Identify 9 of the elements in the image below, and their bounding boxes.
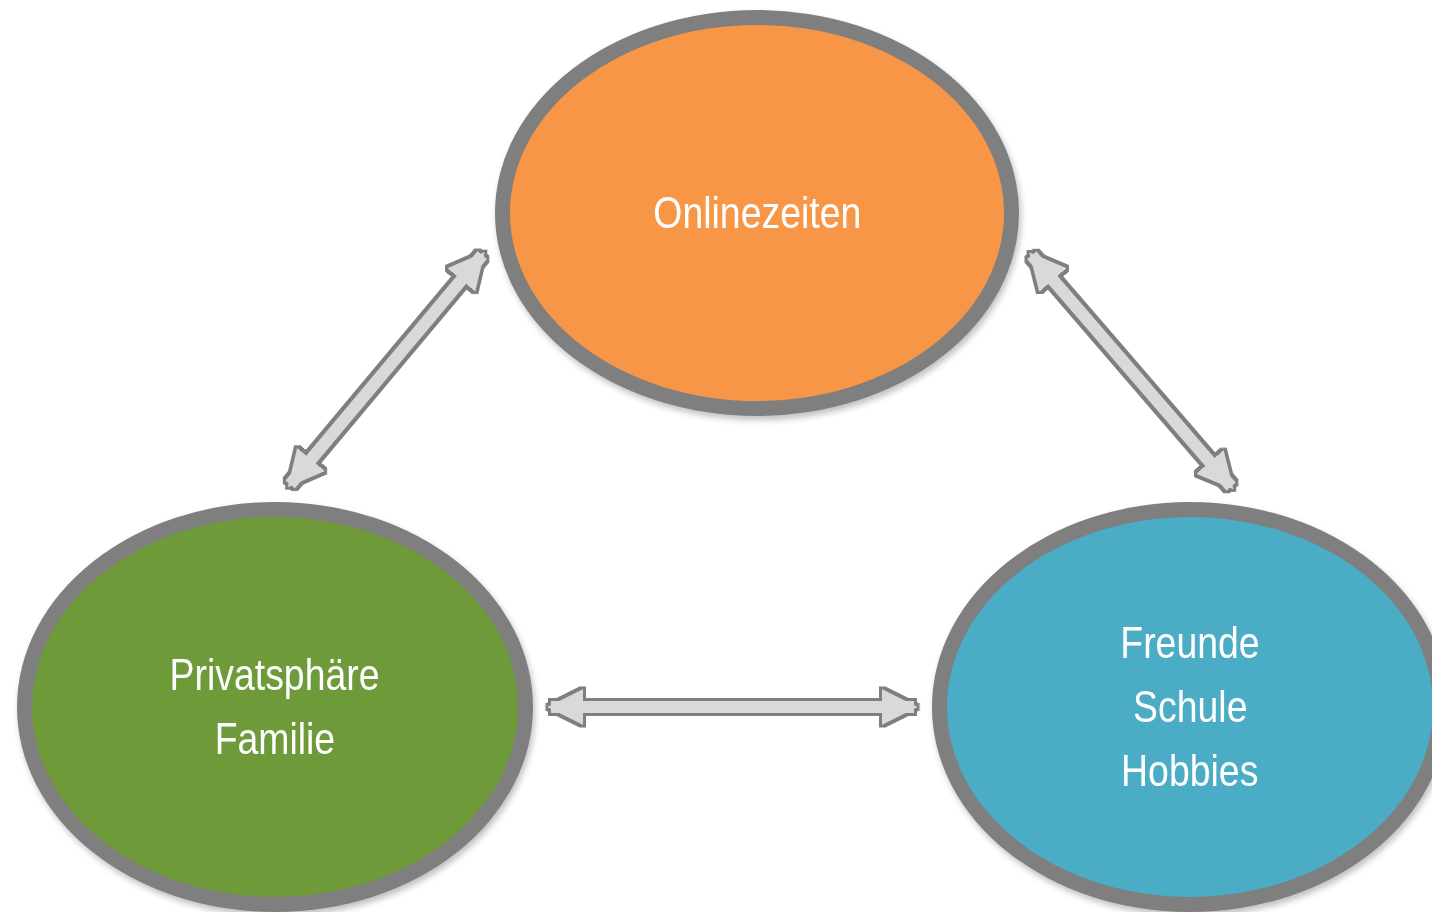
node-label: Familie <box>214 713 336 765</box>
node-label: Onlinezeiten <box>653 187 861 239</box>
double-arrow <box>285 251 487 489</box>
node-label: Schule <box>1132 681 1248 733</box>
double-arrow <box>547 689 918 725</box>
node-label: Freunde <box>1120 617 1260 669</box>
node-label: Hobbies <box>1121 745 1259 797</box>
double-arrow <box>1027 251 1236 491</box>
node-label: Privatsphäre <box>170 649 380 701</box>
